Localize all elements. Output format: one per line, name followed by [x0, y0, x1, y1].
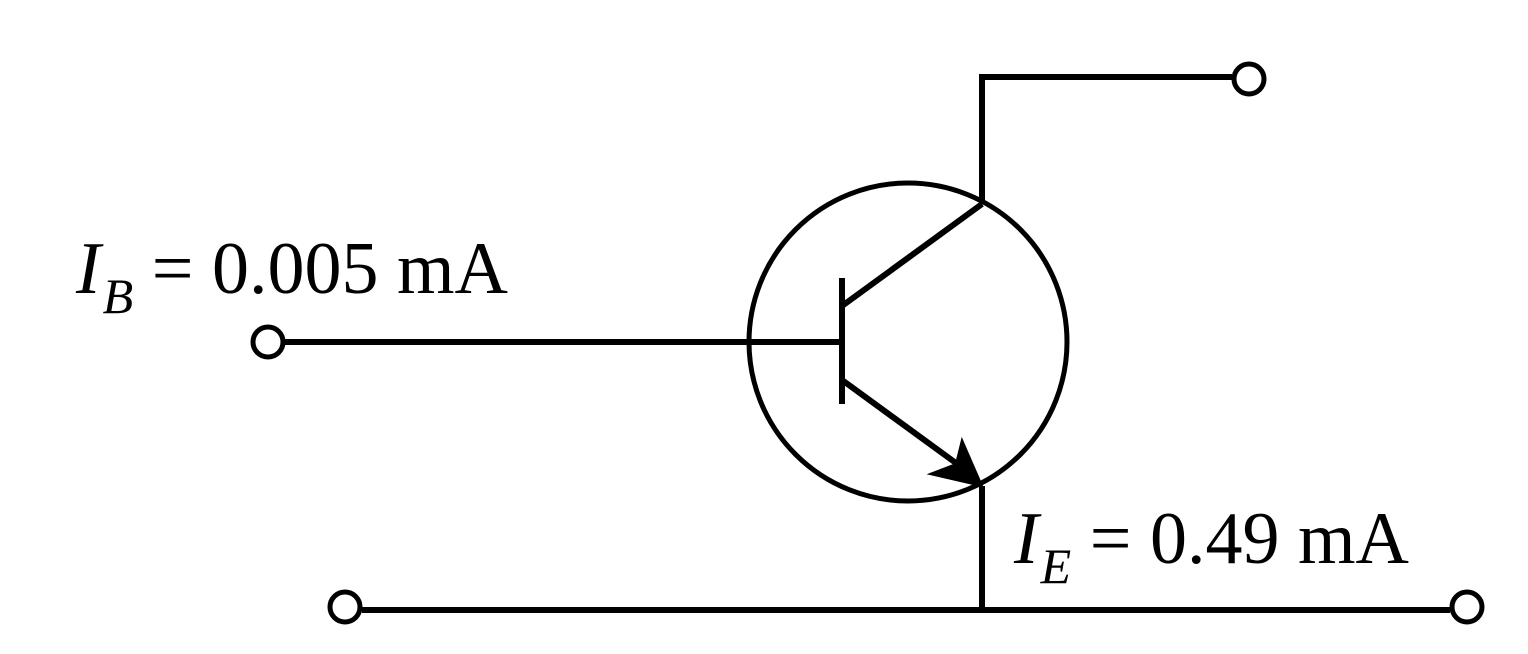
- base-current-equals: =: [133, 228, 212, 310]
- emitter-current-label: IE = 0.49 mA: [1014, 502, 1409, 591]
- output-ground-terminal: [1449, 589, 1485, 625]
- base-current-value: 0.005 mA: [211, 228, 508, 310]
- collector-lead: [840, 201, 984, 309]
- emitter-current-subscript: E: [1040, 538, 1072, 594]
- emitter-current-equals: =: [1071, 498, 1150, 580]
- input-ground-terminal: [327, 589, 363, 625]
- base-terminal: [250, 324, 286, 360]
- emitter-arrow-icon: [926, 436, 984, 488]
- collector-output-wire: [979, 74, 1232, 204]
- emitter-lead: [840, 377, 962, 469]
- base-current-subscript: B: [102, 268, 134, 324]
- emitter-current-value: 0.49 mA: [1149, 498, 1409, 580]
- emitter-current-symbol: I: [1014, 498, 1039, 580]
- collector-terminal: [1231, 61, 1267, 97]
- base-current-label: IB = 0.005 mA: [76, 232, 508, 321]
- base-current-symbol: I: [76, 228, 101, 310]
